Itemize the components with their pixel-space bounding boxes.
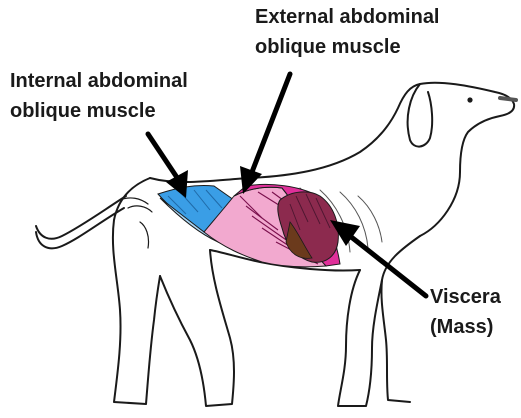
dog-nose bbox=[500, 98, 516, 100]
external-oblique-label-line2: oblique muscle bbox=[255, 32, 440, 62]
viscera-label-line1: Viscera bbox=[430, 282, 501, 312]
internal-oblique-label-line2: oblique muscle bbox=[10, 96, 188, 126]
dog-chest bbox=[381, 236, 420, 402]
dog-back-hind-leg bbox=[113, 178, 160, 404]
dog-ear bbox=[408, 84, 433, 147]
internal-arrow-shaft bbox=[148, 134, 176, 176]
internal-oblique-label: Internal abdominal oblique muscle bbox=[10, 66, 188, 126]
viscera-label-line2: (Mass) bbox=[430, 312, 501, 342]
external-oblique-label: External abdominal oblique muscle bbox=[255, 2, 440, 62]
dog-hind-leg bbox=[160, 250, 234, 406]
dog-eye bbox=[468, 98, 471, 101]
internal-oblique-label-line1: Internal abdominal bbox=[10, 66, 188, 96]
dog-front-leg bbox=[338, 270, 382, 406]
external-oblique-label-line1: External abdominal bbox=[255, 2, 440, 32]
viscera-arrow-shaft bbox=[350, 236, 426, 296]
external-arrow-shaft bbox=[252, 74, 290, 172]
viscera-label: Viscera (Mass) bbox=[430, 282, 501, 342]
pelvis-bones bbox=[120, 198, 152, 248]
